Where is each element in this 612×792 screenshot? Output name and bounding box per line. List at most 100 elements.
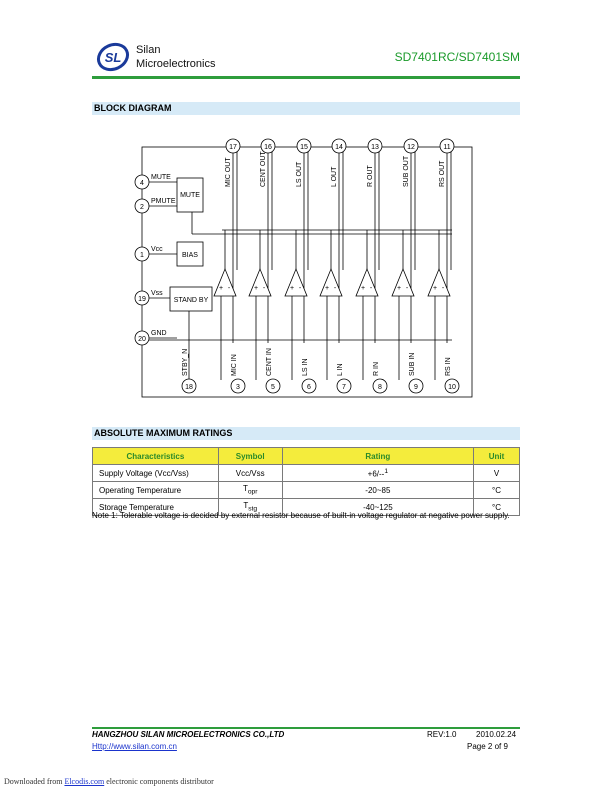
amp-plus-label: +	[361, 285, 365, 292]
pin-15	[296, 138, 312, 154]
download-prefix: Downloaded from	[4, 777, 65, 786]
mute-block-label: MUTE	[180, 192, 200, 199]
cell-rating: -40~125	[281, 498, 475, 516]
pin-label: STBY_N	[182, 349, 189, 376]
company-subtitle: Microelectronics	[136, 58, 216, 70]
pin-number: 13	[371, 144, 379, 151]
download-link[interactable]: Elcodis.com	[64, 777, 105, 786]
cell-characteristic: Storage Temperature	[92, 498, 219, 516]
pin-11	[439, 138, 455, 154]
pin-5	[265, 378, 281, 394]
amplifier	[355, 267, 379, 297]
footer-revision: REV:1.0	[427, 730, 457, 739]
cell-unit: °C	[473, 481, 520, 499]
pin-label: L IN	[337, 363, 344, 376]
amp-minus-label: -	[263, 285, 266, 292]
amplifier	[427, 267, 451, 297]
ratings-table: Characteristics Symbol Rating Unit Suppl…	[92, 447, 520, 516]
pin-label: LS OUT	[296, 161, 303, 187]
amp-plus-label: +	[219, 285, 223, 292]
pin-number: 17	[229, 144, 237, 151]
pin-number: 7	[342, 384, 346, 391]
pin-17	[225, 138, 241, 154]
silan-logo-icon: SL	[96, 42, 130, 72]
standby-block	[169, 286, 213, 312]
pin-10	[444, 378, 460, 394]
pin-label: R IN	[373, 362, 380, 376]
mute-block	[176, 177, 204, 213]
standby-block-label: STAND BY	[174, 297, 209, 304]
svg-text:SL: SL	[105, 50, 122, 65]
pin-number: 15	[300, 144, 308, 151]
amplifier	[284, 267, 308, 297]
pin-number: 3	[236, 384, 240, 391]
part-number: SD7401RC/SD7401SM	[394, 50, 520, 64]
pin-label: Vcc	[151, 246, 163, 253]
pin-number: 12	[407, 144, 415, 151]
pin-number: 5	[271, 384, 275, 391]
pin-3	[230, 378, 246, 394]
pin-number: 14	[335, 144, 343, 151]
amp-minus-label: -	[334, 285, 337, 292]
pin-label: MUTE	[151, 174, 171, 181]
footer-page-number: Page 2 of 9	[467, 742, 508, 751]
cell-rating: -20~85	[281, 481, 475, 499]
bias-block-label: BIAS	[182, 252, 198, 259]
pin-16	[260, 138, 276, 154]
pin-6	[301, 378, 317, 394]
pin-number: 10	[448, 384, 456, 391]
pin-label: MIC OUT	[225, 157, 232, 187]
block-diagram-title: BLOCK DIAGRAM	[92, 102, 520, 115]
pin-label: SUB OUT	[403, 155, 410, 187]
pin-number: 11	[443, 144, 450, 151]
pin-number: 18	[185, 384, 193, 391]
amp-minus-label: -	[370, 285, 373, 292]
amp-plus-label: +	[397, 285, 401, 292]
pin-label: R OUT	[367, 165, 374, 188]
pin-label: LS IN	[302, 358, 309, 376]
download-note: Downloaded from Elcodis.com electronic c…	[4, 777, 214, 786]
pin-number: 1	[140, 252, 144, 259]
pin-label: L OUT	[331, 166, 338, 187]
amp-plus-label: +	[254, 285, 258, 292]
amp-plus-label: +	[325, 285, 329, 292]
pin-label: GND	[151, 330, 167, 337]
pin-label: Vss	[151, 290, 163, 297]
pin-number: 4	[140, 180, 144, 187]
cell-symbol: Vcc/Vss	[217, 464, 283, 482]
footer-url-link[interactable]: Http://www.silan.com.cn	[92, 742, 177, 751]
amp-plus-label: +	[290, 285, 294, 292]
pin-label: CENT IN	[266, 348, 273, 376]
cell-unit: °C	[473, 498, 520, 516]
pin-14	[331, 138, 347, 154]
amplifier	[213, 267, 237, 297]
pin-label: RS IN	[445, 357, 452, 376]
header-symbol: Symbol	[217, 447, 283, 465]
amp-plus-label: +	[433, 285, 437, 292]
company-name: Silan	[136, 44, 161, 56]
pin-number: 19	[138, 296, 146, 303]
pin-number: 2	[140, 204, 144, 211]
footer-rule	[92, 727, 520, 729]
amplifier	[248, 267, 272, 297]
amplifier	[319, 267, 343, 297]
amp-minus-label: -	[406, 285, 409, 292]
header-rule	[92, 76, 520, 79]
cell-symbol: Topr	[217, 481, 283, 499]
footer-date: 2010.02.24	[476, 730, 517, 739]
pin-number: 20	[138, 336, 146, 343]
pin-number: 9	[414, 384, 418, 391]
ratings-header-row: Characteristics Symbol Rating Unit	[92, 447, 520, 465]
bias-block	[176, 241, 204, 267]
header-characteristics: Characteristics	[92, 447, 219, 465]
cell-unit: V	[473, 464, 520, 482]
amplifier	[391, 267, 415, 297]
pin-label: SUB IN	[409, 353, 416, 376]
cell-characteristic: Operating Temperature	[92, 481, 219, 499]
amp-minus-label: -	[228, 285, 231, 292]
header-rating: Rating	[281, 447, 475, 465]
